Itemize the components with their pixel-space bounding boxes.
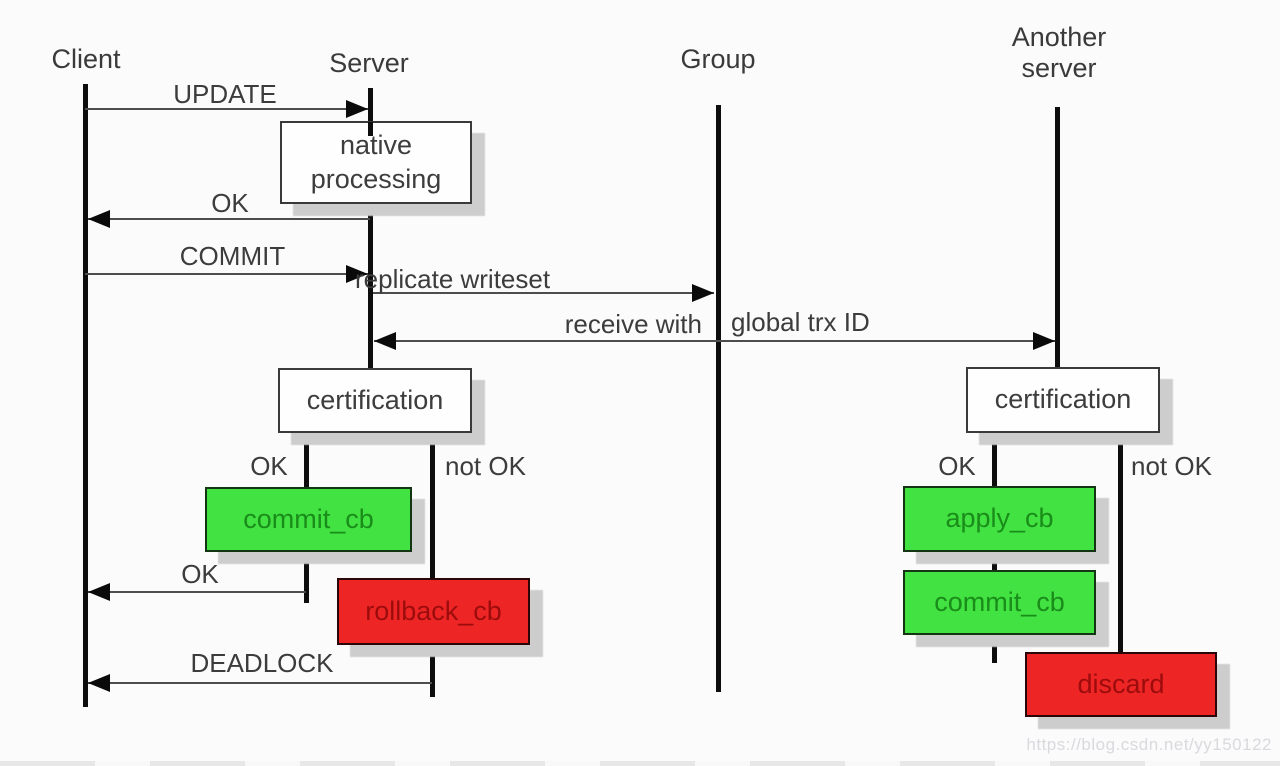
- arrowhead-right-icon: [346, 265, 368, 283]
- arrowhead-left-icon: [88, 583, 110, 601]
- lifeline-label-group: Group: [680, 44, 756, 74]
- arrowhead-left-icon: [374, 332, 396, 350]
- discard-box: discard: [1025, 652, 1217, 717]
- ok-native-arrow-line: [88, 218, 370, 220]
- branch-label-right-not-ok: not OK: [1131, 451, 1212, 481]
- arrowhead-left-icon: [88, 674, 110, 692]
- commit-arrow-line: [85, 273, 368, 275]
- receive-with-label: receive with: [564, 309, 702, 339]
- apply-cb-box: apply_cb: [903, 486, 1096, 552]
- another-server-lifeline: [1055, 107, 1060, 368]
- client-lifeline: [83, 84, 88, 707]
- arrowhead-left-icon: [88, 210, 110, 228]
- replicate-writeset-label: replicate writeset: [355, 264, 551, 294]
- commit-cb-left-box: commit_cb: [205, 487, 412, 552]
- lifeline-label-client: Client: [51, 44, 121, 74]
- deadlock-message-label: DEADLOCK: [190, 648, 334, 678]
- ok-commit-arrow-line: [88, 591, 306, 593]
- native-processing-box: native processing: [280, 121, 472, 204]
- server-line-stub: [368, 122, 373, 136]
- another-not-ok-branch-line: [1118, 429, 1123, 728]
- ok-commit-message-label: OK: [181, 559, 219, 589]
- lifeline-label-another-server: Another server: [1011, 22, 1107, 84]
- deadlock-arrow-line: [88, 682, 432, 684]
- lifeline-label-server: Server: [329, 48, 409, 78]
- receive-arrow-line: [374, 340, 1055, 342]
- csdn-watermark: https://blog.csdn.net/yy150122: [1026, 735, 1272, 754]
- update-message-label: UPDATE: [173, 79, 277, 109]
- server-lifeline: [368, 88, 373, 369]
- branch-label-right-ok: OK: [938, 451, 976, 481]
- arrowhead-right-icon: [692, 284, 714, 302]
- branch-label-left-ok: OK: [250, 451, 288, 481]
- server-not-ok-branch-line: [430, 428, 435, 697]
- branch-label-left-not-ok: not OK: [445, 451, 526, 481]
- bottom-crop-strip: [0, 761, 1280, 766]
- commit-message-label: COMMIT: [179, 241, 286, 271]
- replicate-writeset-arrow-line: [373, 292, 714, 294]
- commit-cb-right-box: commit_cb: [903, 570, 1096, 635]
- update-arrow-line: [85, 108, 368, 110]
- certification-right-box: certification: [966, 367, 1160, 433]
- arrowhead-right-icon: [346, 100, 368, 118]
- global-trx-id-label: global trx ID: [731, 307, 870, 337]
- certification-left-box: certification: [278, 368, 472, 433]
- ok-native-message-label: OK: [211, 188, 249, 218]
- group-lifeline: [716, 105, 721, 692]
- arrowhead-right-icon: [1033, 332, 1055, 350]
- rollback-cb-box: rollback_cb: [337, 578, 530, 645]
